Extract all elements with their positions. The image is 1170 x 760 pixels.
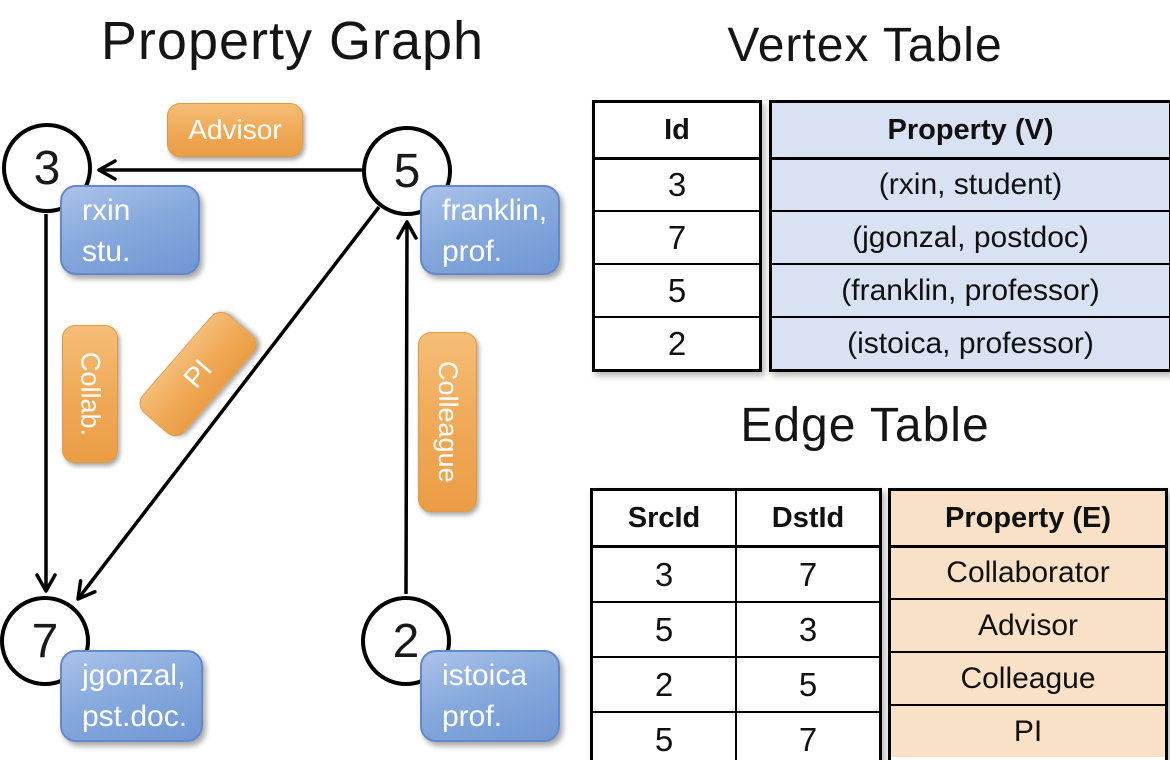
vertex-prop-3-line2: stu. bbox=[82, 235, 131, 268]
edge-row-srcid: 5 bbox=[654, 720, 674, 758]
vertex-table-property-column: Property (V) (rxin, student) (jgonzal, p… bbox=[769, 100, 1170, 372]
node-3-id: 3 bbox=[33, 141, 61, 195]
edge-row-dstid: 3 bbox=[735, 603, 879, 656]
edge-row-dstid: 7 bbox=[735, 713, 879, 760]
vertex-prop-box-2: istoica prof. bbox=[420, 650, 560, 742]
node-7-id: 7 bbox=[31, 614, 59, 668]
graph-edges bbox=[35, 159, 418, 601]
graph-node-5: 5 bbox=[362, 126, 452, 216]
vertex-row-property: (istoica, professor) bbox=[772, 316, 1169, 369]
edge-row-dstid: 7 bbox=[735, 548, 879, 601]
edge-col-header-dstid: DstId bbox=[735, 491, 879, 545]
edge-colleague-2-to-5 bbox=[396, 220, 418, 595]
vertex-prop-5-line1: franklin, bbox=[442, 194, 548, 227]
vertex-prop-7-line2: pst.doc. bbox=[82, 700, 188, 733]
edge-row-dstid: 5 bbox=[735, 658, 879, 711]
edge-pi-5-to-7 bbox=[76, 205, 381, 601]
edge-table-row: 5 7 bbox=[593, 711, 879, 760]
edge-row-srcid: 2 bbox=[654, 665, 674, 703]
vertex-table: Id 3 7 5 2 Property (V) (rxin, student) … bbox=[592, 100, 1170, 372]
property-graph-title: Property Graph bbox=[100, 11, 485, 71]
edge-table-row: 2 5 bbox=[593, 656, 879, 711]
vertex-row-property: (jgonzal, postdoc) bbox=[772, 210, 1169, 263]
vertex-prop-box-3: rxin stu. bbox=[60, 185, 200, 275]
vertex-row-property: (rxin, student) bbox=[772, 157, 1169, 210]
edge-table: SrcId DstId 3 7 5 3 2 5 5 7 Property (E)… bbox=[590, 488, 1168, 760]
edge-row-property: Collaborator bbox=[891, 545, 1165, 598]
vertex-row-id: 2 bbox=[595, 316, 759, 369]
vertex-prop-3-line1: rxin bbox=[82, 194, 131, 227]
vertex-col-header-property: Property (V) bbox=[772, 103, 1169, 157]
vertex-prop-box-7: jgonzal, pst.doc. bbox=[60, 650, 203, 742]
edge-row-property: Advisor bbox=[891, 598, 1165, 651]
vertex-table-title: Vertex Table bbox=[727, 19, 1003, 72]
edge-table-title: Edge Table bbox=[740, 399, 990, 452]
vertex-prop-7-line1: jgonzal, bbox=[82, 659, 186, 692]
edge-table-row: 3 7 bbox=[593, 545, 879, 601]
edge-label-collab: Collab. bbox=[62, 325, 118, 463]
vertex-prop-2-line1: istoica bbox=[442, 659, 528, 692]
vertex-prop-box-5: franklin, prof. bbox=[420, 185, 560, 275]
edge-col-header-property: Property (E) bbox=[891, 491, 1165, 545]
vertex-prop-5-line2: prof. bbox=[442, 235, 503, 268]
edge-label-colleague: Colleague bbox=[418, 332, 477, 512]
edge-row-property: Colleague bbox=[891, 651, 1165, 704]
edge-table-header-row: SrcId DstId bbox=[593, 491, 879, 545]
edge-row-srcid: 5 bbox=[654, 610, 674, 648]
edge-table-property-column: Property (E) Collaborator Advisor Collea… bbox=[888, 488, 1168, 760]
vertex-row-id: 3 bbox=[595, 157, 759, 210]
node-2-id: 2 bbox=[392, 614, 420, 668]
vertex-col-header-id: Id bbox=[664, 113, 690, 146]
edge-col-header-srcid: SrcId bbox=[627, 501, 701, 534]
edge-table-row: 5 3 bbox=[593, 601, 879, 656]
edge-label-advisor: Advisor bbox=[167, 103, 303, 157]
edge-row-property: PI bbox=[891, 704, 1165, 757]
edge-table-src-dst-columns: SrcId DstId 3 7 5 3 2 5 5 7 bbox=[590, 488, 882, 760]
vertex-row-property: (franklin, professor) bbox=[772, 263, 1169, 316]
node-5-id: 5 bbox=[393, 144, 421, 198]
vertex-row-id: 5 bbox=[595, 263, 759, 316]
vertex-row-id: 7 bbox=[595, 210, 759, 263]
vertex-prop-2-line2: prof. bbox=[442, 700, 503, 733]
edge-row-srcid: 3 bbox=[654, 555, 674, 593]
vertex-table-id-column: Id 3 7 5 2 bbox=[592, 100, 762, 372]
graph-node-2: 2 bbox=[361, 596, 451, 686]
